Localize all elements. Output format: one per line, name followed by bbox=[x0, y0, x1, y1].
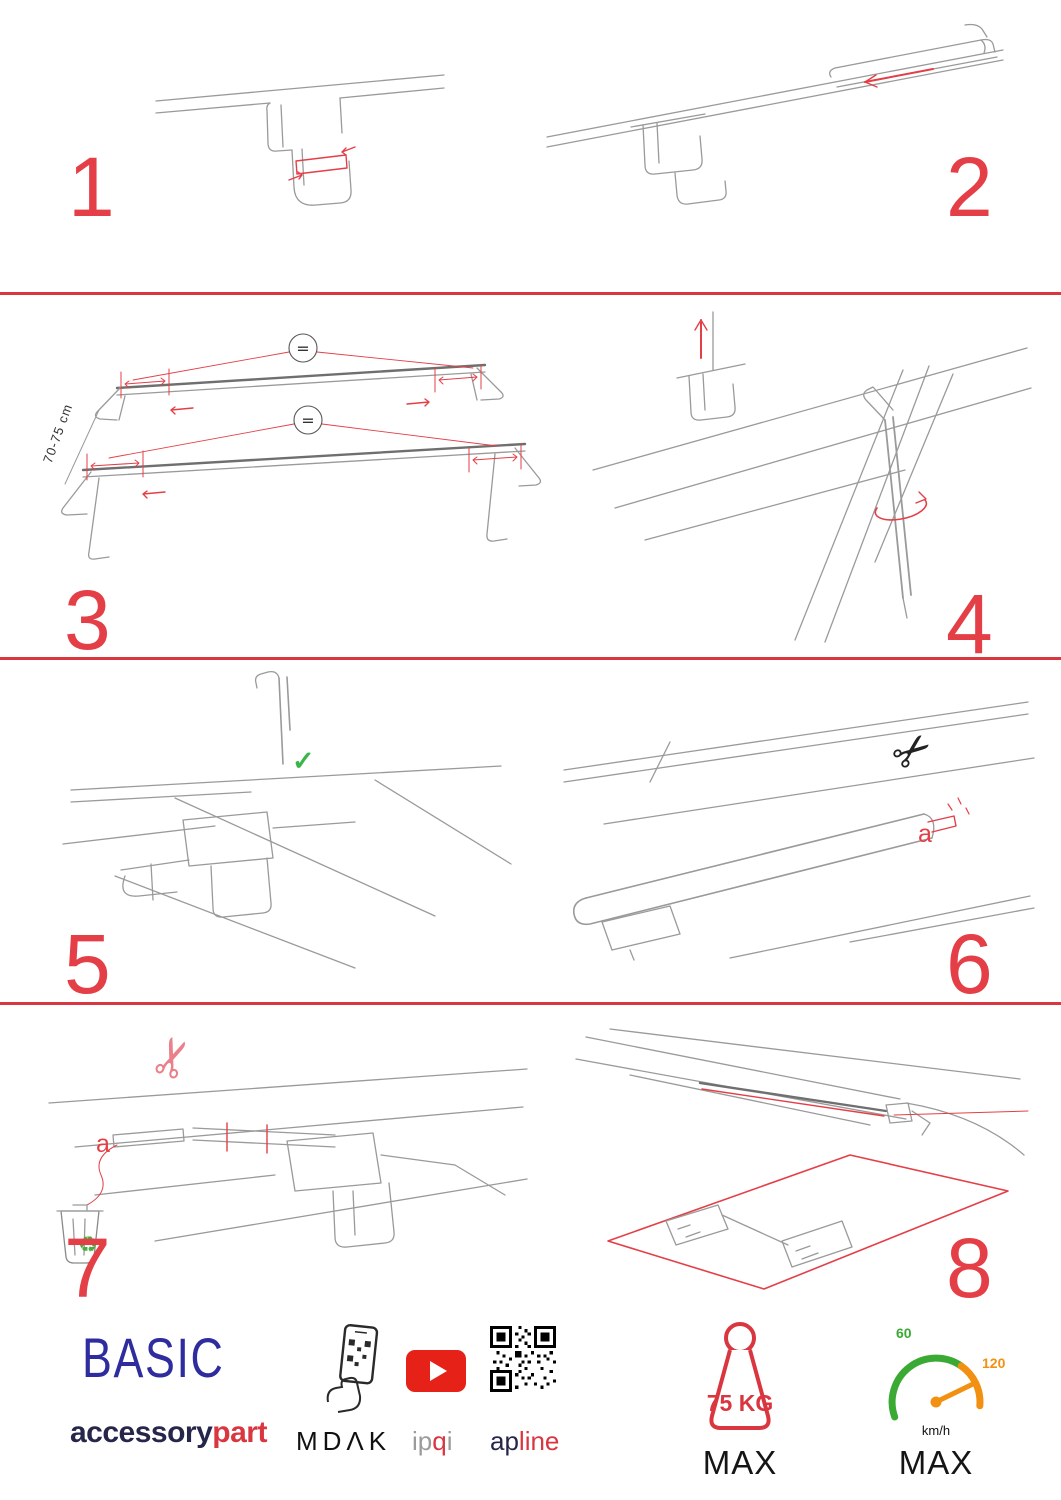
step-2-number: 2 bbox=[946, 140, 993, 234]
speed-60-label: 60 bbox=[896, 1325, 912, 1341]
step-7-number: 7 bbox=[64, 1221, 111, 1315]
section-divider-3 bbox=[0, 1002, 1061, 1005]
step-8-number: 8 bbox=[946, 1221, 993, 1315]
brand-subtitle: accessorypart bbox=[70, 1418, 267, 1448]
speed-120-label: 120 bbox=[982, 1355, 1006, 1371]
step-6-illustration bbox=[563, 701, 1035, 961]
cut-point-label: a bbox=[96, 1130, 110, 1158]
phone-qr-scan-icon bbox=[326, 1324, 379, 1413]
cut-point-label: a bbox=[918, 820, 932, 848]
step-2-illustration bbox=[546, 23, 1004, 205]
section-divider-1 bbox=[0, 292, 1061, 295]
brand-title: BASIC bbox=[82, 1326, 225, 1389]
step-1-number: 1 bbox=[68, 140, 115, 234]
step-7-illustration bbox=[48, 1068, 528, 1264]
equal-symbol-1: = bbox=[296, 339, 309, 358]
logo-mdak: MDΛK bbox=[296, 1426, 392, 1456]
check-icon: ✓ bbox=[292, 746, 315, 776]
logo-apline: apline bbox=[490, 1426, 560, 1456]
step-3-number: 3 bbox=[64, 573, 111, 667]
step-3-illustration: = = bbox=[61, 333, 542, 560]
weight-limit-icon bbox=[709, 1322, 771, 1430]
speed-max-label: MAX bbox=[898, 1444, 974, 1481]
step-4-number: 4 bbox=[946, 577, 993, 671]
step-5-number: 5 bbox=[64, 917, 111, 1011]
step-8-illustration bbox=[575, 1028, 1029, 1290]
section-divider-2 bbox=[0, 657, 1061, 660]
step-1-illustration bbox=[155, 74, 445, 206]
qr-code-icon bbox=[490, 1326, 556, 1392]
step-4-illustration bbox=[592, 311, 1032, 643]
weight-max-label: MAX bbox=[702, 1444, 778, 1481]
brand-word-part: part bbox=[212, 1416, 267, 1449]
youtube-icon bbox=[406, 1350, 466, 1392]
brand-word-accessory: accessory bbox=[70, 1416, 213, 1449]
speedometer-icon bbox=[888, 1354, 984, 1421]
logo-ipqi: ipqi bbox=[412, 1426, 453, 1456]
step-6-number: 6 bbox=[946, 917, 993, 1011]
step-5-illustration bbox=[62, 670, 512, 969]
equal-symbol-2: = bbox=[301, 411, 314, 430]
weight-limit-value: 75 KG bbox=[706, 1390, 774, 1416]
recycle-icon: ♻ bbox=[78, 1232, 98, 1257]
speed-unit-label: km/h bbox=[921, 1423, 951, 1438]
